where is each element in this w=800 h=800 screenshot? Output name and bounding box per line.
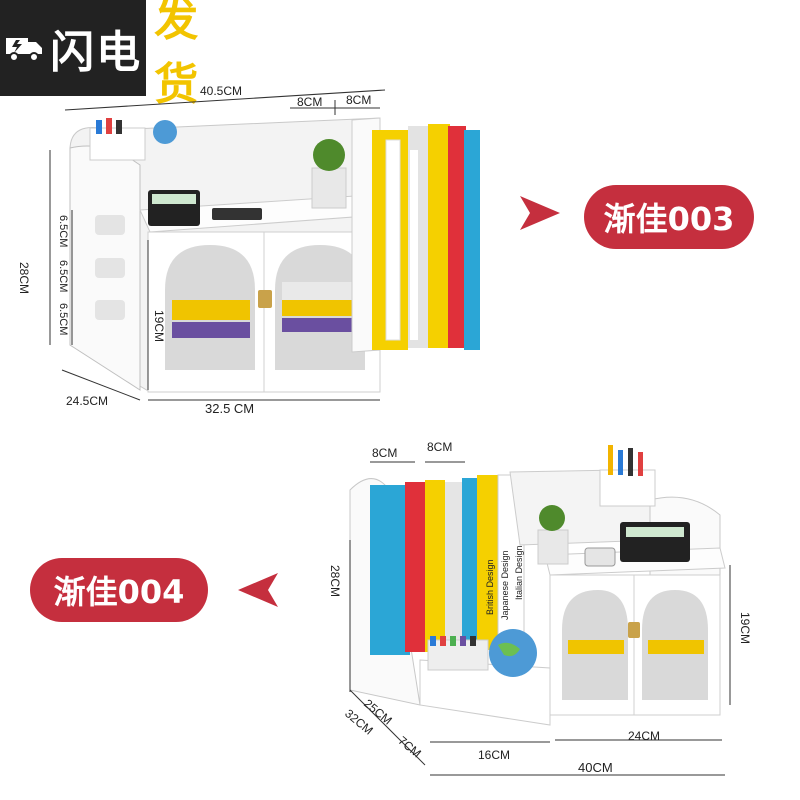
- dim-003-cabinet-height: 19CM: [152, 310, 166, 343]
- arrow-left-004: [238, 573, 278, 607]
- dim-003-shelf2: 6.5CM: [57, 260, 69, 293]
- dim-003-shelf1: 6.5CM: [57, 215, 69, 248]
- dim-004-cabinet-height: 19CM: [738, 612, 752, 645]
- dim-004-slot2: 8CM: [427, 440, 453, 454]
- book-title-3: Italian Design: [514, 545, 524, 600]
- dim-003-slot1: 8CM: [297, 95, 323, 109]
- dim-003-height: 28CM: [17, 262, 31, 295]
- book-title-1: British Design: [485, 559, 495, 615]
- organizer-004: [349, 445, 726, 726]
- organizer-003: [69, 117, 480, 393]
- model-label-004: 渐佳004: [30, 558, 208, 622]
- badge-left-text: 闪电: [50, 27, 143, 78]
- badge-dark-block: 闪电: [0, 0, 147, 96]
- dimension-lines-003: [49, 89, 386, 401]
- dim-003-shelf3: 6.5CM: [57, 303, 69, 336]
- dim-004-height: 28CM: [328, 565, 342, 598]
- dim-003-cabinet-width: 32.5 CM: [205, 401, 255, 416]
- dim-004-slot1: 8CM: [372, 446, 398, 460]
- dim-003-top-width: 40.5CM: [200, 84, 243, 98]
- arrow-right-003: [520, 196, 560, 230]
- dim-004-total-width: 40CM: [578, 760, 613, 775]
- dim-003-depth: 24.5CM: [66, 394, 109, 408]
- book-title-2: Japanese Design: [500, 550, 510, 620]
- truck-icon: [6, 38, 43, 62]
- dim-004-right-width: 24CM: [628, 729, 661, 743]
- model-label-003: 渐佳003: [584, 185, 754, 249]
- dim-004-left-width: 16CM: [478, 748, 511, 762]
- dim-003-slot2: 8CM: [346, 93, 372, 107]
- dimension-lines-004: [349, 461, 731, 776]
